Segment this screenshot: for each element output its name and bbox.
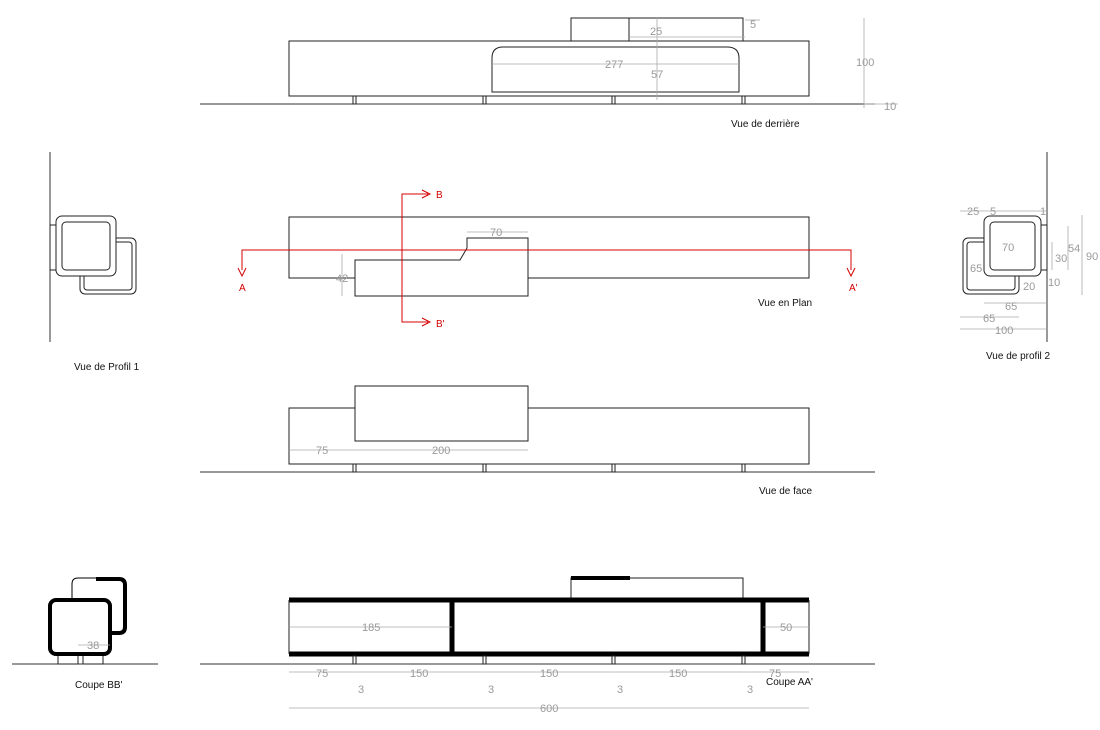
front-title: Vue de face: [759, 486, 812, 497]
front-view: 75 200 Vue de face: [200, 385, 875, 497]
front-foot: [352, 463, 357, 473]
section-aa-dim-3a: 3: [358, 684, 364, 696]
back-view: 25 5 277 57 100 10 Vue de derrière: [200, 17, 898, 130]
profile2-dim-54: 54: [1068, 243, 1080, 255]
section-line-bb: [401, 193, 428, 323]
front-foot: [741, 463, 746, 473]
profile2-dim-30: 30: [1055, 253, 1067, 265]
profile2-dim-65c: 65: [983, 313, 995, 325]
profile2-dim-70: 70: [1002, 242, 1014, 254]
back-dim-25: 25: [650, 26, 662, 38]
section-aa-foot: [611, 655, 616, 665]
back-foot: [482, 95, 487, 105]
plan-top-unit: [354, 237, 529, 297]
back-dim-5: 5: [750, 19, 756, 31]
front-foot: [611, 463, 616, 473]
profile1-front-box: [55, 215, 117, 277]
section-bb-back-cut: [96, 577, 127, 635]
front-top-unit: [354, 385, 529, 442]
profile2-dim-100: 100: [995, 325, 1013, 337]
plan-main-body: [288, 216, 810, 279]
section-aa-foot: [352, 655, 357, 665]
back-dim-10: 10: [884, 101, 896, 113]
profile2-view: 25 5 1 70 54 90 30 65 20 10 65 65 100 Vu…: [960, 152, 1098, 362]
section-line-aa: [241, 249, 852, 270]
back-main-body: [288, 40, 810, 97]
profile2-dim-65a: 65: [970, 263, 982, 275]
section-aa-dim-3b: 3: [488, 684, 494, 696]
section-aa-foot: [482, 655, 487, 665]
back-opening: [491, 46, 740, 93]
profile2-front-box-inner: [989, 221, 1036, 271]
profile2-dim-10: 10: [1048, 277, 1060, 289]
section-mark-b: B: [436, 190, 443, 201]
arrow-b2-icon: [421, 317, 432, 327]
profile2-title: Vue de profil 2: [986, 351, 1051, 362]
profile2-dim-90: 90: [1086, 251, 1098, 263]
section-aa-dim-150b: 150: [540, 668, 558, 680]
profile2-dim-5: 5: [990, 206, 996, 218]
front-main-body: [288, 407, 810, 465]
section-aa-dim-75b: 75: [769, 668, 781, 680]
section-aa-dim-50: 50: [780, 622, 792, 634]
section-bb-dim-38: 38: [87, 640, 99, 652]
section-bb-view: 38 Coupe BB': [12, 577, 158, 691]
section-bb-title: Coupe BB': [75, 680, 123, 691]
section-mark-a: A: [239, 283, 246, 294]
section-mark-a2: A': [849, 283, 858, 294]
arrow-b-icon: [421, 189, 432, 199]
profile2-dim-20: 20: [1023, 281, 1035, 293]
plan-dim-42: 42: [336, 273, 348, 285]
back-foot: [741, 95, 746, 105]
profile2-dim-65b: 65: [1005, 301, 1017, 313]
front-dim-200: 200: [432, 445, 450, 457]
profile2-front-box: [983, 215, 1042, 277]
section-aa-dim-185: 185: [362, 622, 380, 634]
section-aa-dim-600: 600: [540, 703, 558, 715]
section-aa-foot: [741, 655, 746, 665]
back-view-title: Vue de derrière: [731, 119, 800, 130]
front-dim-75: 75: [316, 445, 328, 457]
section-aa-dim-150a: 150: [410, 668, 428, 680]
section-aa-title: Coupe AA': [766, 677, 813, 688]
profile2-dim-25: 25: [967, 206, 979, 218]
section-bb-back-outline: [71, 577, 127, 635]
section-aa-dim-3d: 3: [747, 684, 753, 696]
back-foot: [352, 95, 357, 105]
section-aa-dim-3c: 3: [617, 684, 623, 696]
plan-view: 70 42 A A' B B' Vue en Plan: [237, 189, 858, 330]
front-foot: [482, 463, 487, 473]
section-aa-dim-150c: 150: [669, 668, 687, 680]
plan-title: Vue en Plan: [758, 298, 812, 309]
profile1-front-box-inner: [61, 221, 111, 271]
section-aa-view: 185 50 75 150 150 150 75 3 3 3 3 600 Cou…: [200, 576, 875, 715]
section-aa-top-box: [570, 577, 744, 600]
section-aa-dim-75a: 75: [316, 668, 328, 680]
arrow-a2-icon: [846, 267, 856, 278]
back-dim-277: 277: [605, 59, 623, 71]
profile1-view: Vue de Profil 1: [49, 152, 140, 373]
back-dim-57: 57: [651, 69, 663, 81]
profile2-dim-1: 1: [1040, 206, 1046, 218]
arrow-a-icon: [237, 267, 247, 278]
back-foot: [611, 95, 616, 105]
plan-dim-70: 70: [490, 227, 502, 239]
back-dim-100: 100: [856, 57, 874, 69]
profile1-title: Vue de Profil 1: [74, 362, 140, 373]
section-bb-front-cut: [48, 598, 112, 656]
section-mark-b2: B': [436, 319, 445, 330]
